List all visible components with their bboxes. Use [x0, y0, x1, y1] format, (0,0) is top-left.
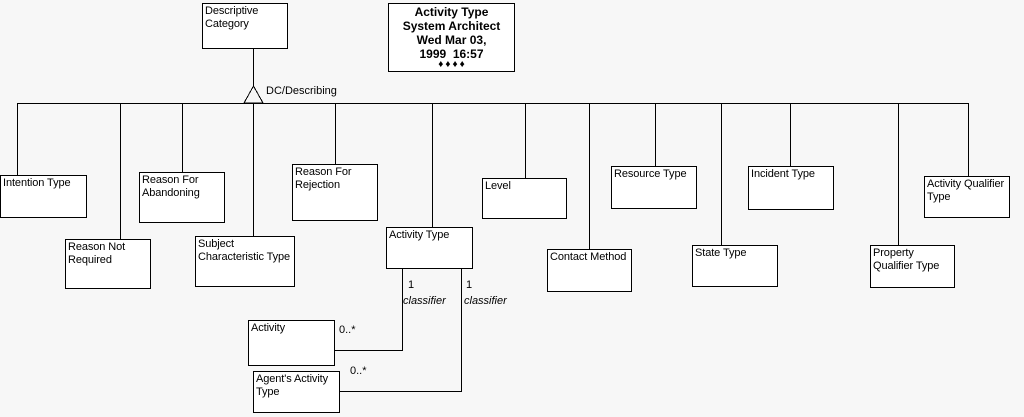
diagram-title-block[interactable]: Activity Type System Architect Wed Mar 0…	[388, 3, 515, 72]
node-activity-type[interactable]: Activity Type	[386, 227, 473, 269]
node-reason-for-abandoning[interactable]: Reason For Abandoning	[139, 172, 225, 223]
node-activity-qualifier-type[interactable]: Activity Qualifier Type	[924, 176, 1010, 218]
node-level[interactable]: Level	[482, 178, 567, 219]
drop-lines	[17, 103, 969, 249]
node-descriptive-category[interactable]: Descriptive Category	[202, 3, 288, 49]
node-reason-not-required[interactable]: Reason Not Required	[65, 239, 151, 289]
association-activity-line	[335, 269, 403, 351]
node-agents-activity-type[interactable]: Agent's Activity Type	[253, 371, 340, 413]
node-incident-type[interactable]: Incident Type	[748, 166, 834, 210]
title-line-2: System Architect	[402, 19, 501, 33]
activity-association-target-multiplicity: 0..*	[339, 324, 356, 336]
node-subject-characteristic-type[interactable]: Subject Characteristic Type	[195, 236, 295, 287]
generalization-triangle-icon	[243, 84, 264, 104]
agents-association-source-multiplicity: 1	[466, 279, 473, 291]
association-agents-activity-line	[340, 269, 462, 392]
agents-association-target-multiplicity: 0..*	[350, 365, 367, 377]
title-line-3: Wed Mar 03,	[416, 33, 487, 47]
node-property-qualifier-type[interactable]: Property Qualifier Type	[870, 245, 955, 288]
diamond-decoration-icon: ♦♦♦♦	[438, 59, 467, 70]
relationship-label: DC/Describing	[266, 85, 337, 97]
title-line-1: Activity Type	[414, 5, 489, 19]
agents-association-source-role: classifier	[464, 295, 507, 307]
node-contact-method[interactable]: Contact Method	[547, 249, 632, 292]
activity-association-source-role: classifier	[403, 295, 446, 307]
activity-association-source-multiplicity: 1	[408, 279, 415, 291]
title-line-4: 1999 16:57	[419, 47, 484, 61]
node-intention-type[interactable]: Intention Type	[0, 175, 87, 218]
node-reason-for-rejection[interactable]: Reason For Rejection	[292, 164, 378, 221]
node-resource-type[interactable]: Resource Type	[611, 166, 697, 209]
node-state-type[interactable]: State Type	[692, 245, 778, 287]
node-activity[interactable]: Activity	[248, 320, 335, 366]
